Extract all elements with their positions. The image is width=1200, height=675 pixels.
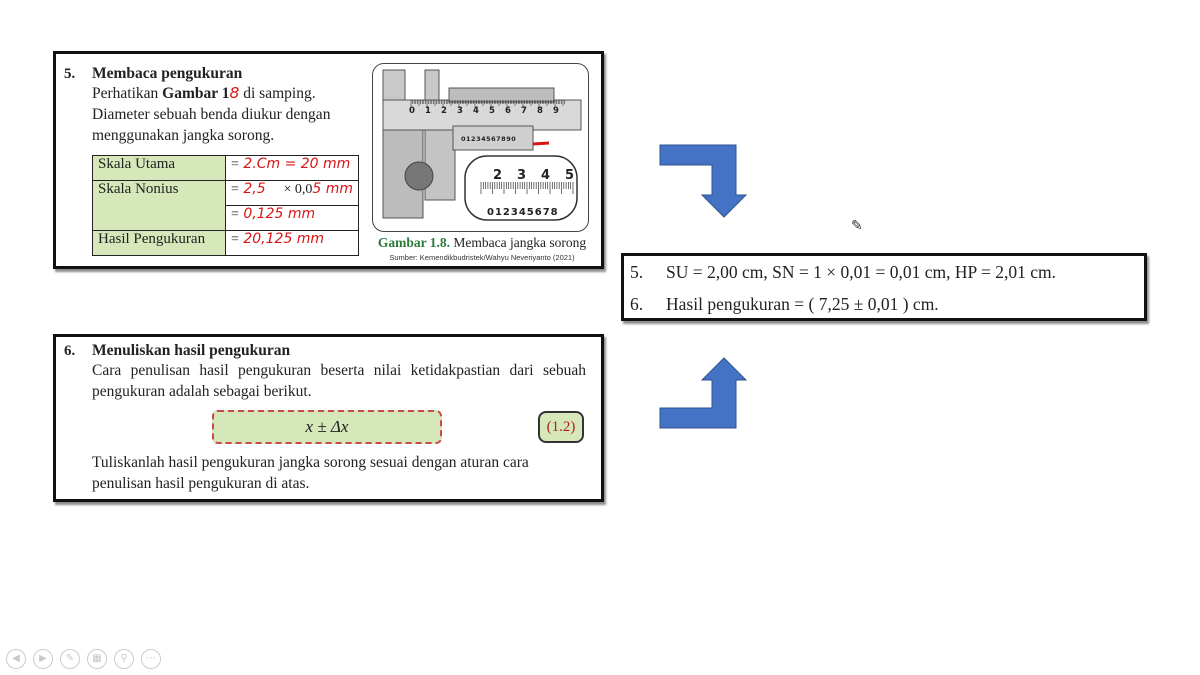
main-scale-digit: 4 xyxy=(473,106,479,116)
pen-cursor-icon: ✎ xyxy=(851,218,863,234)
value-skala-utama: = 2.Cm = 20 mm xyxy=(225,155,359,181)
section-6-para2: Tuliskanlah hasil pengukuran jangka soro… xyxy=(92,454,529,492)
figure-caption: Gambar 1.8. Membaca jangka sorong xyxy=(377,235,587,250)
section-6-number: 6. xyxy=(64,343,76,359)
zoom-icon[interactable]: ⚲ xyxy=(114,649,134,669)
main-scale-digit: 6 xyxy=(505,106,511,116)
section-6-para1: Cara penulisan hasil pengukuran beserta … xyxy=(92,362,586,400)
nonius-scale-label: 01234567890 xyxy=(461,135,517,143)
answers-box: 5.SU = 2,00 cm, SN = 1 × 0,01 = 0,01 cm,… xyxy=(621,253,1147,321)
pen-icon[interactable]: ✎ xyxy=(60,649,80,669)
zoom-scale-digit: 3 xyxy=(517,168,527,183)
section-5-line3: menggunakan jangka sorong. xyxy=(92,127,275,144)
value-hasil-pengukuran: = 20,125 mm xyxy=(225,230,359,256)
zoom-scale-ticks xyxy=(480,182,574,194)
value-skala-nonius-2: = 0,125 mm xyxy=(225,205,359,231)
slideshow-toolbar: ◀ ▶ ✎ ▦ ⚲ ⋯ xyxy=(6,649,161,669)
arrow-down-right-icon xyxy=(659,144,748,218)
main-scale-digit: 0 xyxy=(409,106,415,116)
measurement-table: Skala Utama = 2.Cm = 20 mm Skala Nonius … xyxy=(92,155,359,256)
zoom-scale-digit: 2 xyxy=(493,168,503,183)
section-6-title: Menuliskan hasil pengukuran xyxy=(92,342,291,359)
formula-box: x ± Δx xyxy=(212,410,442,444)
zoom-nonius-label: 012345678 xyxy=(487,207,559,218)
answer-6: 6.Hasil pengukuran = ( 7,25 ± 0,01 ) cm. xyxy=(630,294,939,314)
answer-5: 5.SU = 2,00 cm, SN = 1 × 0,01 = 0,01 cm,… xyxy=(630,262,1056,282)
main-scale-digit: 2 xyxy=(441,106,447,116)
main-scale-ticks xyxy=(410,100,565,108)
main-scale-digit: 3 xyxy=(457,106,463,116)
arrow-up-right-icon xyxy=(659,357,748,429)
value-skala-nonius: = 2,5 × 0,05 mm xyxy=(225,180,359,206)
next-icon[interactable]: ▶ xyxy=(33,649,53,669)
main-scale-digit: 7 xyxy=(521,106,527,116)
previous-icon[interactable]: ◀ xyxy=(6,649,26,669)
caliper-illustration xyxy=(382,69,582,221)
slides-icon[interactable]: ▦ xyxy=(87,649,107,669)
section-5-title: Membaca pengukuran xyxy=(92,65,243,82)
main-scale-digit: 9 xyxy=(553,106,559,116)
annotation-8: 8 xyxy=(229,84,240,102)
section-5-number: 5. xyxy=(64,66,76,82)
zoom-scale-digit: 5 xyxy=(565,168,575,183)
label-hasil-pengukuran: Hasil Pengukuran xyxy=(92,230,226,256)
section-5-line1: Perhatikan Gambar 18 di samping. xyxy=(92,84,316,102)
more-icon[interactable]: ⋯ xyxy=(141,649,161,669)
equation-number: (1.2) xyxy=(538,411,584,443)
zoom-scale-digit: 4 xyxy=(541,168,551,183)
section-5-line2: Diameter sebuah benda diukur dengan xyxy=(92,106,331,123)
main-scale-digit: 5 xyxy=(489,106,495,116)
section-6-box: 6. Menuliskan hasil pengukuran Cara penu… xyxy=(53,334,604,502)
section-5-box: 5. Membaca pengukuran Perhatikan Gambar … xyxy=(53,51,604,269)
label-skala-nonius: Skala Nonius xyxy=(92,180,226,231)
label-skala-utama: Skala Utama xyxy=(92,155,226,181)
figure-source: Sumber: Kemendikbudristek/Wahyu Neveriya… xyxy=(389,253,575,262)
main-scale-digit: 8 xyxy=(537,106,543,116)
main-scale-digit: 1 xyxy=(425,106,431,116)
